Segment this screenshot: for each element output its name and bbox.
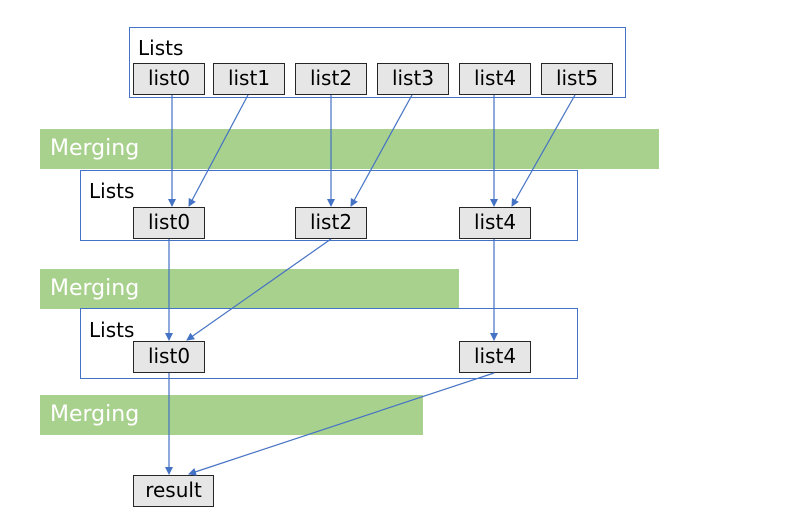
- merge-band-3: Merging: [40, 395, 423, 435]
- stage-1-node-list0: list0: [133, 63, 205, 95]
- stage-1-node-list4: list4: [459, 63, 531, 95]
- stage-3-node-list0: list0: [133, 341, 205, 373]
- arrow-list2-to-list0: [186, 238, 332, 341]
- merge-band-2: Merging: [40, 269, 459, 309]
- arrow-list1-to-list0: [188, 94, 249, 207]
- stage-1-box: [129, 27, 626, 98]
- stage-2-node-list4: list4: [459, 207, 531, 239]
- merge-band-1: Merging: [40, 129, 659, 169]
- stage-2-node-list2: list2: [295, 207, 367, 239]
- result-node: result: [133, 475, 214, 507]
- stage-1-node-list1: list1: [213, 63, 285, 95]
- stage-3-node-list4: list4: [459, 341, 531, 373]
- stage-2-node-list0: list0: [133, 207, 205, 239]
- stage-1-node-list2: list2: [295, 63, 367, 95]
- stage-1-node-list3: list3: [377, 63, 449, 95]
- stage-1-label: Lists: [138, 36, 184, 60]
- arrow-list5-to-list4: [511, 94, 576, 207]
- arrow-list4-to-result: [188, 372, 495, 476]
- stage-3-box: [80, 308, 578, 379]
- stage-2-label: Lists: [89, 179, 135, 203]
- stage-1-node-list5: list5: [541, 63, 613, 95]
- arrow-list3-to-list2: [350, 94, 413, 207]
- stage-3-label: Lists: [89, 318, 135, 342]
